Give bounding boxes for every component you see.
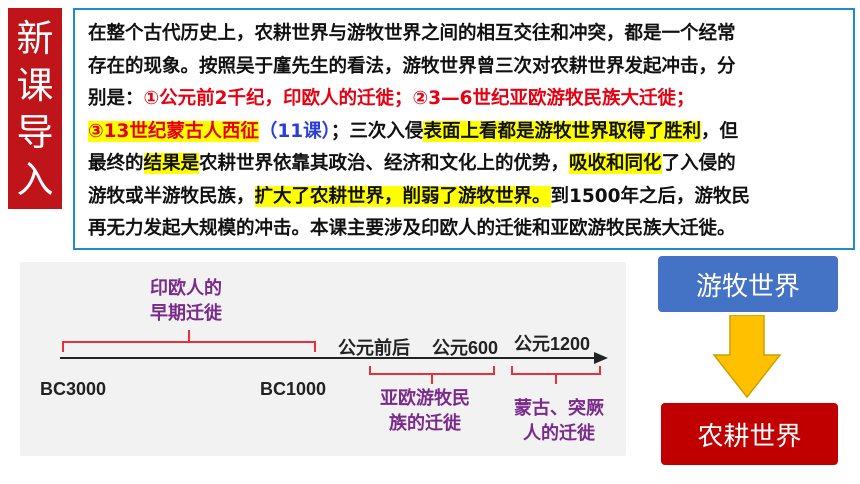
intro-text-box: 在整个古代历史上，农耕世界与游牧世界之间的相互交往和冲突，都是一个经常 存在的现… bbox=[73, 8, 855, 250]
intro-line: 游牧或半游牧民族，扩大了农耕世界，削弱了游牧世界。到1500年之后，游牧民 bbox=[88, 181, 843, 214]
label-bc3000: BC3000 bbox=[40, 379, 107, 399]
label-ad: 公元前后 bbox=[338, 338, 410, 358]
highlight-assimilate: 吸收和同化 bbox=[569, 153, 662, 174]
banner-char: 新 bbox=[16, 16, 54, 60]
indo-bracket bbox=[62, 341, 316, 352]
intro-line: 存在的现象。按照吴于廑先生的看法，游牧世界曾三次对农耕世界发起冲击，分 bbox=[88, 51, 843, 84]
era-label-line: 人的迁徙 bbox=[523, 423, 595, 443]
label-bc1000: BC1000 bbox=[260, 379, 327, 399]
intro-line: ③13世纪蒙古人西征（11课）；三次入侵表面上看都是游牧世界取得了胜利，但 bbox=[88, 116, 843, 149]
era-label-line: 族的迁徙 bbox=[389, 413, 461, 433]
era-indo-european: 印欧人的 早期迁徙 bbox=[150, 276, 222, 326]
intro-line: 在整个古代历史上，农耕世界与游牧世界之间的相互交往和冲突，都是一个经常 bbox=[88, 18, 843, 51]
era-asia-nomads: 亚欧游牧民 族的迁徙 bbox=[380, 386, 470, 436]
nomad-world-box: 游牧世界 bbox=[658, 256, 838, 312]
era-label-line: 亚欧游牧民 bbox=[380, 388, 470, 408]
intro-text: 别是： bbox=[88, 88, 144, 109]
banner-char: 导 bbox=[16, 110, 54, 154]
intro-text: 了入侵的 bbox=[661, 153, 736, 174]
migration-timeline: 印欧人的 早期迁徙 BC3000 BC1000 公元前后 公元600 公元120… bbox=[20, 262, 626, 456]
intro-line: 最终的结果是农耕世界依靠其政治、经济和文化上的优势，吸收和同化了入侵的 bbox=[88, 148, 843, 181]
intro-text: ；三次入侵 bbox=[330, 120, 424, 142]
down-arrow-icon bbox=[712, 315, 782, 399]
asia-bracket bbox=[369, 366, 495, 375]
era-label-line: 早期迁徙 bbox=[150, 303, 222, 323]
mongol-invasion-highlight: ③13世纪蒙古人西征 bbox=[88, 120, 259, 142]
intro-text: 再无力发起大规模的冲击。本课主要涉及印欧人的迁徙和亚欧游牧民族大迁徙。 bbox=[88, 218, 736, 239]
timeline-graphic bbox=[60, 330, 608, 384]
highlight-expand: 扩大了农耕世界，削弱了游牧世界。 bbox=[254, 185, 551, 207]
intro-text: ，但 bbox=[700, 120, 738, 142]
highlight-result: 结果是 bbox=[143, 153, 200, 174]
intro-line: 别是：①公元前2千纪，印欧人的迁徙；②3—6世纪亚欧游牧民族大迁徙； bbox=[88, 83, 843, 116]
highlight-surface-victory: 表面上看都是游牧世界取得了胜利 bbox=[423, 120, 701, 142]
mongol-bracket bbox=[511, 366, 601, 375]
banner-char: 入 bbox=[16, 157, 54, 201]
era-label-line: 蒙古、突厥 bbox=[514, 398, 604, 418]
intro-text: 存在的现象。按照吴于廑先生的看法，游牧世界曾三次对农耕世界发起冲击，分 bbox=[88, 55, 736, 77]
banner-char: 课 bbox=[16, 63, 54, 107]
invasion-list-red: ①公元前2千纪，印欧人的迁徙；②3—6世纪亚欧游牧民族大迁徙； bbox=[143, 88, 695, 109]
label-600: 公元600 bbox=[432, 338, 499, 358]
era-mongol-turkic: 蒙古、突厥 人的迁徙 bbox=[514, 396, 604, 446]
label-1200: 公元1200 bbox=[514, 334, 591, 354]
era-label-line: 印欧人的 bbox=[150, 278, 222, 298]
intro-line: 再无力发起大规模的冲击。本课主要涉及印欧人的迁徙和亚欧游牧民族大迁徙。 bbox=[88, 213, 843, 246]
intro-text: 到1500年之后，游牧民 bbox=[550, 185, 751, 207]
intro-text: 农耕世界依靠其政治、经济和文化上的优势， bbox=[199, 153, 570, 174]
farming-world-box: 农耕世界 bbox=[661, 403, 838, 465]
axis-arrow-icon bbox=[594, 352, 608, 364]
lesson-ref: （11课） bbox=[258, 120, 331, 142]
intro-text: 游牧或半游牧民族， bbox=[88, 185, 255, 207]
lesson-intro-banner: 新 课 导 入 bbox=[8, 8, 62, 209]
intro-text: 在整个古代历史上，农耕世界与游牧世界之间的相互交往和冲突，都是一个经常 bbox=[88, 23, 736, 44]
intro-text: 最终的 bbox=[88, 153, 144, 174]
